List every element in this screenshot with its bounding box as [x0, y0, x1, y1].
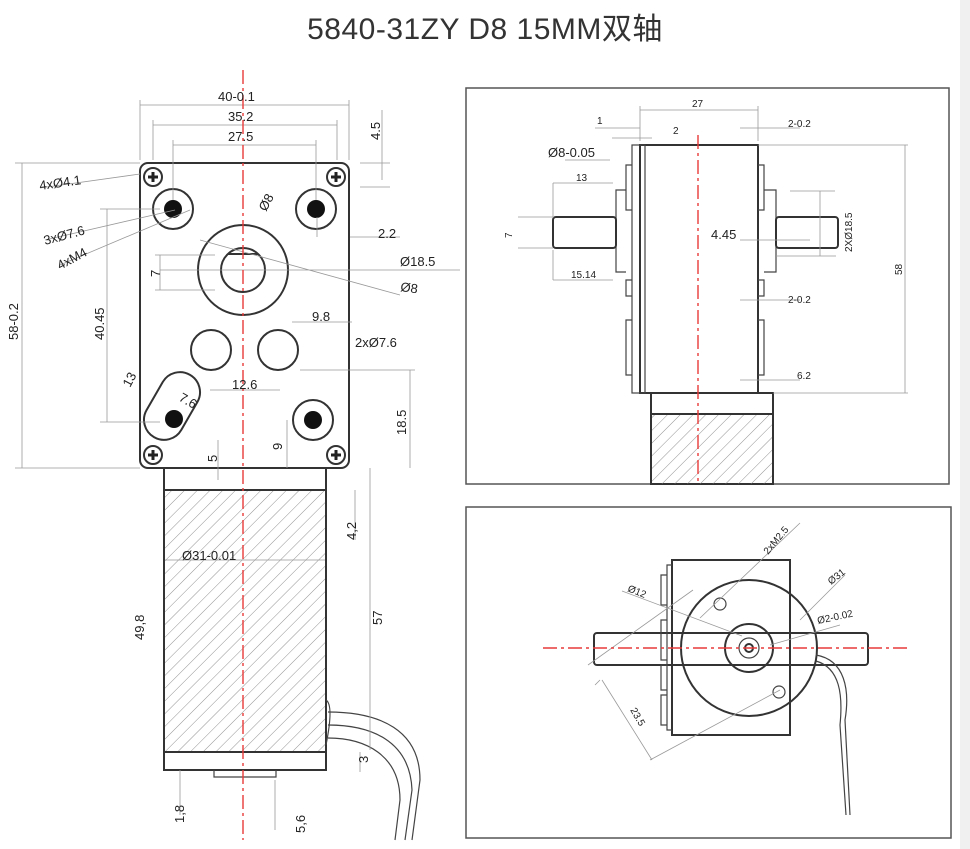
dim-label: 5: [205, 455, 220, 462]
corner-screws: [143, 167, 346, 465]
dim-label: 1,8: [172, 805, 187, 823]
dim-label: 2-0.2: [788, 119, 811, 130]
dim-label: 35.2: [228, 109, 253, 124]
dim-label: 58-0.2: [6, 303, 21, 340]
front-view: [15, 100, 460, 841]
dim-label: 3xØ7.6: [42, 223, 86, 248]
dim-label: Ø18.5: [400, 254, 435, 269]
slot: [143, 371, 201, 441]
side-view-panel: 27 1 2 2-0.2 Ø8-0.05 13 7 15.14 4.45 2XØ…: [465, 87, 950, 485]
dim-label: 2XØ18.5: [844, 212, 855, 252]
screw-icon: [326, 167, 346, 187]
dim-label: 2.2: [378, 226, 396, 241]
right-shaft: [775, 216, 839, 249]
dim-label: 27: [692, 99, 704, 110]
lead-wire: [815, 654, 851, 816]
mount-hole: [713, 597, 727, 611]
dim-label: 57: [370, 611, 385, 625]
dim-label: 9: [270, 443, 285, 450]
dim-label: 40.45: [92, 307, 107, 340]
screw-icon: [143, 445, 163, 465]
screw-icon: [326, 445, 346, 465]
dim-label: 7.6: [177, 390, 200, 412]
dim-label: 4xM4: [54, 244, 89, 272]
mount-hole: [772, 685, 786, 699]
screw-icon: [143, 167, 163, 187]
dim-label: 2-0.2: [788, 295, 811, 306]
end-view-panel: 2xM2.5 Ø31 Ø12 Ø2-0.02 23.5: [465, 506, 952, 839]
dim-label: 13: [119, 370, 139, 390]
drawing-title: 5840-31ZY D8 15MM双轴: [307, 13, 663, 46]
mount-holes: [143, 188, 337, 441]
scrollbar[interactable]: [960, 0, 970, 849]
dim-label: 15.14: [571, 270, 596, 281]
dim-label: Ø8: [400, 279, 419, 296]
dim-label: 27.5: [228, 129, 253, 144]
dim-label: 2: [673, 126, 679, 137]
dim-label: 40-0.1: [218, 89, 255, 104]
motor-body: [163, 467, 327, 771]
left-shaft: [552, 216, 617, 249]
dim-label: 49,8: [132, 615, 147, 640]
dim-label: Ø31-0.01: [182, 548, 236, 563]
dim-label: 5,6: [293, 815, 308, 833]
dim-label: 4,2: [344, 522, 359, 540]
dim-label: Ø8: [255, 191, 276, 213]
lead-wire: [327, 711, 421, 841]
dim-label: 7: [148, 270, 163, 277]
dim-label: 4xØ4.1: [38, 172, 82, 193]
dim-label: 4.5: [368, 122, 383, 140]
dim-label: 9.8: [312, 309, 330, 324]
dim-label: 18.5: [394, 410, 409, 435]
dim-label: 2xØ7.6: [355, 335, 397, 350]
dim-label: 58: [894, 263, 905, 275]
dim-label: 7: [504, 232, 515, 238]
dim-label: 4.45: [711, 227, 736, 242]
dim-label: 12.6: [232, 377, 257, 392]
dim-label: 13: [576, 173, 588, 184]
dim-label: 1: [597, 116, 603, 127]
dim-label: 3: [356, 756, 371, 763]
dim-label: 6.2: [797, 371, 811, 382]
dim-label: Ø8-0.05: [548, 145, 595, 160]
